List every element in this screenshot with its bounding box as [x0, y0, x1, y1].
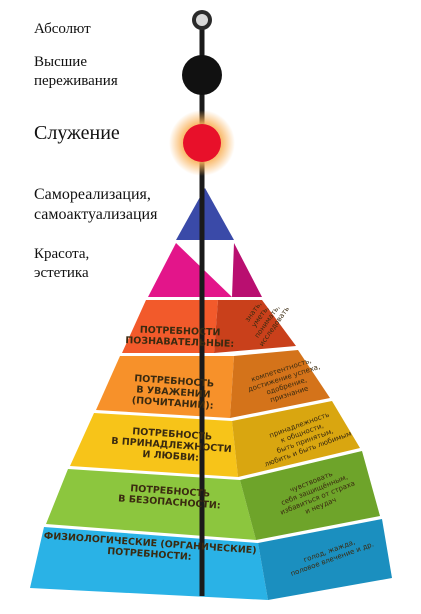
beauty-tier-side [232, 243, 262, 297]
tier-safety-title: ПОТРЕБНОСТЬВ БЕЗОПАСНОСТИ: [118, 482, 222, 511]
label-absolute: Абсолют [34, 21, 91, 37]
belonging-tier-side [232, 401, 360, 477]
apex-self-realization-front [176, 188, 234, 240]
label-service: Служение [34, 122, 120, 144]
belonging-tier-front [70, 413, 238, 477]
safety-tier-side [240, 451, 380, 540]
esteem-tier-side [230, 350, 330, 418]
cognitive-tier-side [214, 300, 296, 353]
tier-esteem-title: ПОТРЕБНОСТЬВ УВАЖЕНИИ(ПОЧИТАНИИ): [131, 373, 215, 412]
physiological-tier-side [258, 519, 392, 600]
cognitive-tier-front [122, 300, 218, 353]
physiological-tier-front [30, 527, 268, 600]
service-dot [183, 124, 221, 162]
tier-cognitive-title: ПОТРЕБНОСТИПОЗНАВАТЕЛЬНЫЕ: [125, 324, 235, 350]
label-self-realization: Самореализация, самоактуализация [34, 186, 158, 223]
absolute-dot-inner [196, 14, 208, 26]
higher-experiences-dot [182, 55, 222, 95]
label-beauty: Красота, эстетика [34, 246, 90, 281]
beauty-tier-front [148, 243, 232, 297]
label-higher-experiences: Высшие переживания [34, 54, 118, 89]
